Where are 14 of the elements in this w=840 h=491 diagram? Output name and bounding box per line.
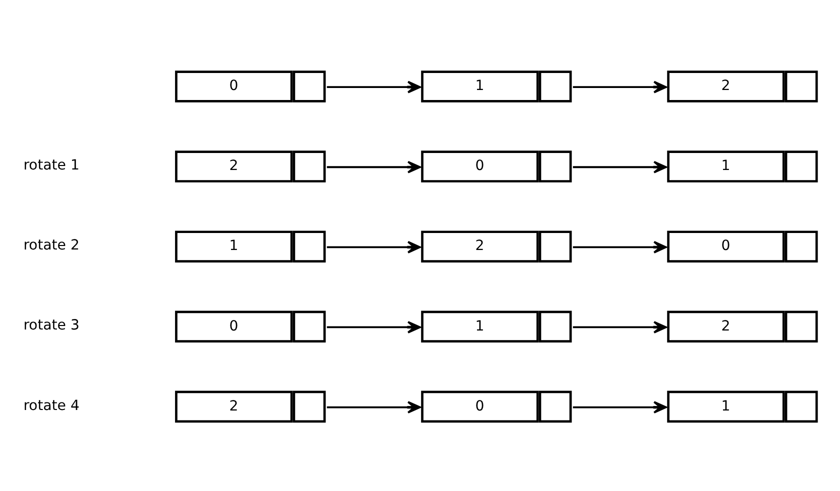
arrow <box>326 80 420 93</box>
arrow <box>572 240 666 253</box>
arrow <box>572 80 666 93</box>
label: rotate 2 <box>22 237 79 254</box>
arrow <box>326 320 420 333</box>
arrow <box>326 240 420 253</box>
arrow <box>572 320 666 333</box>
arrow <box>326 160 420 173</box>
arrow <box>326 400 420 414</box>
label: rotate 1 <box>22 157 79 174</box>
label: rotate 3 <box>22 317 79 334</box>
arrow <box>572 160 666 173</box>
arrow <box>572 400 666 414</box>
label: rotate 4 <box>22 397 79 414</box>
